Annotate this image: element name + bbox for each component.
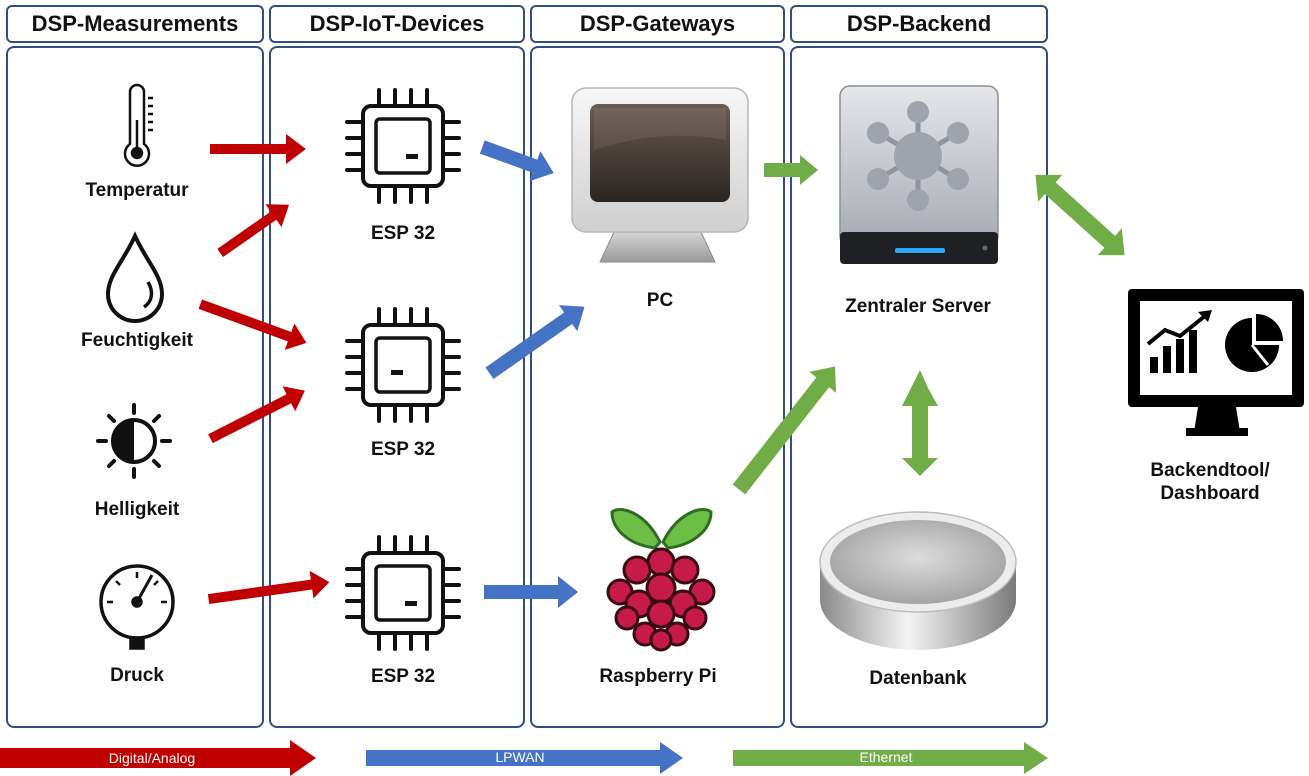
database-icon bbox=[819, 511, 1017, 650]
arrow-green bbox=[764, 155, 818, 185]
label-esp32-1: ESP 32 bbox=[370, 223, 436, 244]
legend-ethernet: Ethernet bbox=[859, 749, 913, 765]
column-measurements bbox=[6, 46, 264, 728]
header-measurements: DSP-Measurements bbox=[6, 5, 264, 43]
server-icon bbox=[839, 85, 999, 264]
arrow-red bbox=[207, 570, 330, 605]
arrow-blue bbox=[479, 140, 554, 182]
label-helligkeit: Helligkeit bbox=[94, 499, 180, 520]
legend-arrow-blue bbox=[366, 742, 683, 774]
arrow-green bbox=[902, 370, 938, 476]
arrow-blue bbox=[485, 305, 585, 380]
label-esp32-3: ESP 32 bbox=[370, 666, 436, 687]
raspberry-pi-icon bbox=[606, 508, 716, 652]
label-raspberry-pi: Raspberry Pi bbox=[599, 666, 717, 687]
arrow-red bbox=[208, 386, 305, 444]
header-gateways: DSP-Gateways bbox=[530, 5, 785, 43]
legend-arrow-green bbox=[733, 742, 1048, 774]
arrow-red bbox=[210, 134, 306, 164]
column-iot-devices bbox=[269, 46, 525, 728]
arrows-digital-analog bbox=[198, 134, 330, 605]
header-iot-devices: DSP-IoT-Devices bbox=[269, 5, 525, 43]
arrow-green bbox=[1035, 174, 1125, 256]
arrow-blue bbox=[484, 576, 578, 608]
esp32-chip-icon bbox=[345, 535, 461, 651]
thermometer-icon bbox=[123, 83, 153, 167]
arrow-green bbox=[732, 366, 837, 495]
legend-digital-analog: Digital/Analog bbox=[108, 750, 196, 766]
label-pc: PC bbox=[646, 290, 674, 311]
legend-arrow-red bbox=[0, 740, 316, 776]
dashboard-monitor-icon bbox=[1128, 289, 1304, 436]
label-datenbank: Datenbank bbox=[869, 668, 967, 689]
esp32-chip-icon bbox=[345, 307, 461, 423]
label-druck: Druck bbox=[110, 665, 164, 686]
legend-arrows bbox=[0, 740, 1048, 776]
brightness-icon bbox=[96, 403, 172, 479]
pressure-gauge-icon bbox=[99, 564, 175, 650]
header-backend: DSP-Backend bbox=[790, 5, 1048, 43]
arrows-lpwan bbox=[479, 140, 585, 608]
arrow-red bbox=[217, 204, 290, 258]
label-zentraler-server: Zentraler Server bbox=[845, 296, 991, 317]
label-feuchtigkeit: Feuchtigkeit bbox=[81, 330, 193, 351]
droplet-icon bbox=[105, 231, 165, 323]
esp32-chip-icon bbox=[345, 88, 461, 204]
arrow-red bbox=[198, 299, 307, 350]
legend-lpwan: LPWAN bbox=[495, 749, 545, 765]
pc-monitor-icon bbox=[571, 87, 749, 263]
label-dashboard: Backendtool/ Dashboard bbox=[1150, 460, 1270, 504]
label-temperatur: Temperatur bbox=[85, 180, 189, 201]
arrows-ethernet bbox=[732, 155, 1125, 495]
label-esp32-2: ESP 32 bbox=[370, 439, 436, 460]
